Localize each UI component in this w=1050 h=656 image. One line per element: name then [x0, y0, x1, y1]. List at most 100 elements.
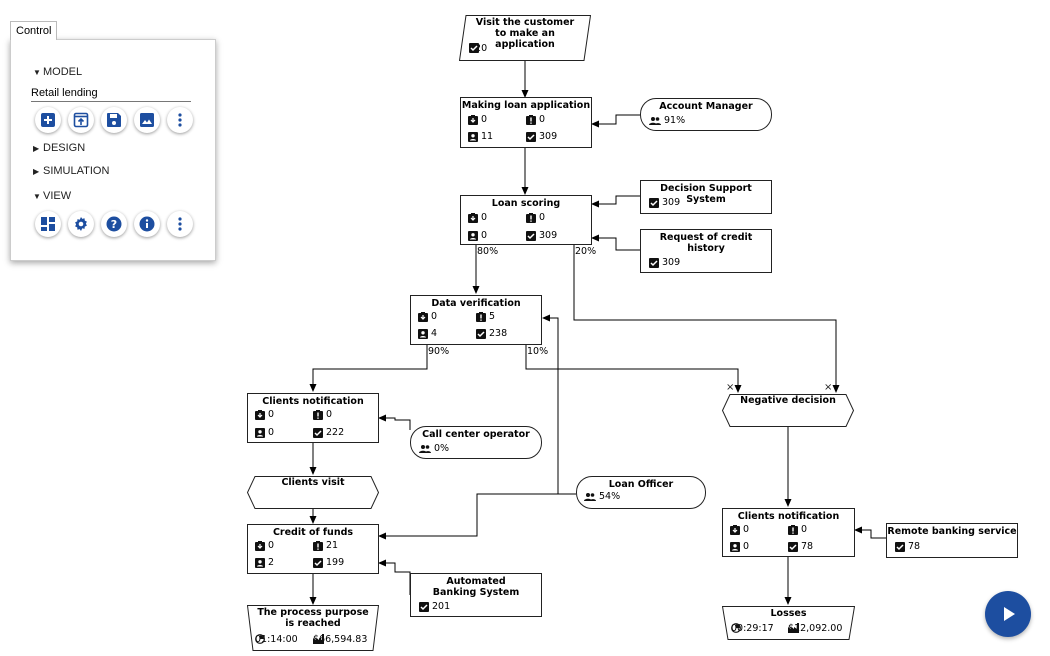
- control-tab[interactable]: Control: [10, 21, 58, 40]
- alert-stat: 5: [476, 311, 495, 323]
- info-button[interactable]: [134, 211, 160, 237]
- user-stat: 0: [468, 230, 487, 242]
- check-box-icon: [649, 258, 659, 268]
- help-icon: ?: [106, 216, 122, 232]
- utilization-value: 91%: [664, 115, 686, 126]
- user-stat: 2: [255, 557, 274, 569]
- completed-count: 199: [326, 557, 345, 568]
- queue-icon: [730, 525, 740, 535]
- plus-square-icon: [41, 113, 55, 127]
- upload-icon: [73, 112, 89, 128]
- automated-banking-system-resource[interactable]: Automated Banking System 201: [410, 573, 542, 617]
- expanded-triangle-icon: ▼: [33, 192, 41, 201]
- duration-stat: 00:29:17: [731, 623, 774, 635]
- model-name-field[interactable]: Retail lending: [31, 86, 191, 102]
- completed-stat: 238: [476, 328, 507, 340]
- cost-stat: $66,594.83: [313, 634, 367, 646]
- making-loan-application-node[interactable]: Making loan application 0 0 11 309: [460, 97, 592, 148]
- factory-icon: [313, 634, 324, 644]
- completed-count: 78: [801, 541, 814, 552]
- branch-percent-left: 80%: [477, 246, 499, 257]
- trapezoid-shape: [722, 606, 855, 640]
- user-count: 0: [743, 541, 750, 552]
- queue-stat: 0: [730, 524, 749, 536]
- completed-stat: 199: [313, 557, 344, 569]
- call-center-operator-resource[interactable]: Call center operator 0%: [410, 426, 542, 459]
- node-title: Data verification: [431, 298, 521, 309]
- queue-stat: 0: [255, 409, 274, 421]
- queue-icon: [255, 410, 265, 420]
- new-model-button[interactable]: [35, 107, 61, 133]
- loan-scoring-node[interactable]: Loan scoring 0 0 0 309: [460, 195, 592, 245]
- view-more-button[interactable]: [167, 211, 193, 237]
- more-vert-icon: [178, 113, 182, 127]
- trapezoid-shape: [247, 605, 379, 651]
- queue-count: 0: [481, 212, 488, 223]
- user-count: 0: [268, 427, 275, 438]
- user-count: 11: [481, 131, 494, 142]
- alert-icon: [788, 525, 798, 535]
- node-title: Losses: [770, 608, 807, 619]
- queue-count: 0: [481, 114, 488, 125]
- remote-banking-service-resource[interactable]: Remote banking service 78: [886, 523, 1018, 558]
- queue-stat: 0: [468, 212, 487, 224]
- export-image-button[interactable]: [134, 107, 160, 133]
- clients-visit-node[interactable]: Clients visit: [247, 476, 379, 509]
- loan-officer-resource[interactable]: Loan Officer 54%: [576, 476, 706, 509]
- clients-notification-node-2[interactable]: Clients notification 0 0 0 78: [722, 508, 855, 557]
- node-title: Clients notification: [262, 396, 364, 407]
- user-count: 0: [481, 230, 488, 241]
- node-title: Decision Support System: [660, 183, 752, 205]
- account-manager-resource[interactable]: Account Manager 91%: [640, 98, 772, 131]
- queue-stat: 0: [255, 540, 274, 552]
- simulation-section-toggle[interactable]: ▶SIMULATION: [33, 164, 109, 178]
- losses-node[interactable]: Losses 00:29:17 $12,092.00: [722, 606, 855, 640]
- alert-stat: 21: [313, 540, 338, 552]
- completed-count: 78: [908, 541, 921, 552]
- expanded-triangle-icon: ▼: [33, 68, 41, 77]
- data-verification-node[interactable]: Data verification 0 5 4 238: [410, 295, 542, 345]
- alert-count: 5: [489, 311, 496, 322]
- play-icon: [1004, 607, 1015, 621]
- model-more-button[interactable]: [167, 107, 193, 133]
- utilization-stat: 54%: [584, 491, 620, 503]
- queue-stat: 0: [468, 114, 487, 126]
- run-simulation-button[interactable]: [985, 591, 1031, 637]
- alert-stat: 0: [313, 409, 332, 421]
- node-title: Call center operator: [422, 429, 530, 440]
- visit-customer-node[interactable]: Visit the customer to make an applicatio…: [459, 15, 591, 61]
- collapsed-triangle-icon: ▶: [33, 167, 40, 176]
- completed-stat: 201: [419, 601, 450, 613]
- alert-stat: 0: [526, 114, 545, 126]
- utilization-stat: 91%: [649, 115, 685, 127]
- user-stat: 11: [468, 131, 493, 143]
- alert-count: 0: [326, 409, 333, 420]
- design-section-label: DESIGN: [43, 142, 86, 154]
- view-section-toggle[interactable]: ▼VIEW: [33, 189, 71, 203]
- design-section-toggle[interactable]: ▶DESIGN: [33, 141, 85, 155]
- node-title: Loan Officer: [608, 479, 674, 490]
- svg-text:?: ?: [111, 218, 117, 231]
- people-icon: [419, 445, 431, 453]
- save-model-button[interactable]: [101, 107, 127, 133]
- decision-support-system-resource[interactable]: Decision Support System 309: [640, 180, 772, 214]
- credit-history-resource[interactable]: Request of credit history 309: [640, 229, 772, 273]
- node-title: The process purpose is reached: [257, 607, 369, 629]
- settings-button[interactable]: [68, 211, 94, 237]
- negative-decision-node[interactable]: Negative decision: [722, 394, 854, 427]
- help-button[interactable]: ?: [101, 211, 127, 237]
- model-section-toggle[interactable]: ▼MODEL: [33, 65, 82, 79]
- queue-icon: [418, 312, 428, 322]
- image-icon: [140, 113, 154, 127]
- process-purpose-reached-node[interactable]: The process purpose is reached 01:14:00 …: [247, 605, 379, 651]
- clients-notification-node-1[interactable]: Clients notification 0 0 0 222: [247, 393, 379, 443]
- hexagon-shape: [722, 394, 854, 427]
- duration-value: 00:29:17: [731, 623, 774, 634]
- dashboard-button[interactable]: [35, 211, 61, 237]
- credit-of-funds-node[interactable]: Credit of funds 0 21 2 199: [247, 524, 379, 574]
- open-model-button[interactable]: [68, 107, 94, 133]
- completed-count: 201: [432, 601, 451, 612]
- queue-icon: [468, 115, 478, 125]
- alert-count: 0: [801, 524, 808, 535]
- completed-count: 238: [489, 328, 508, 339]
